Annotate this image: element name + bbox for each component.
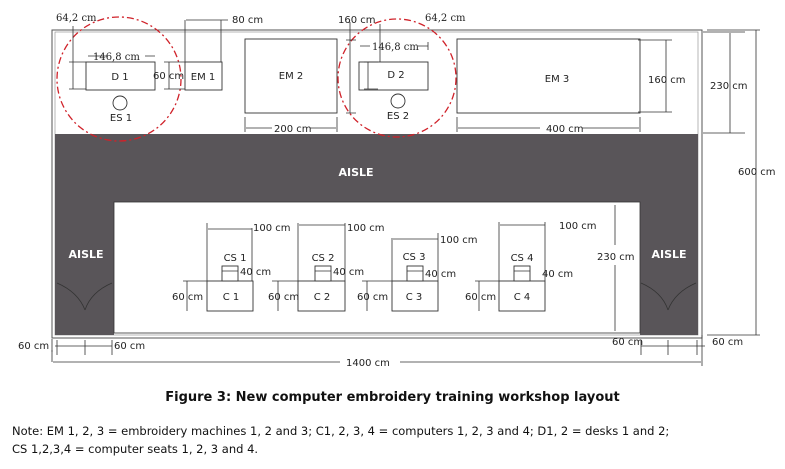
embroidery-machine-2: [244, 38, 338, 114]
door-left-b-dim: 60 cm: [114, 341, 145, 352]
cs2-label: CS 2: [312, 253, 335, 264]
c4-depth-dim: 60 cm: [465, 292, 496, 303]
computer-4: [498, 280, 546, 312]
embroidery-seat-2: [390, 93, 406, 109]
cs1-width-dim: 40 cm: [240, 267, 271, 278]
computer-seat-4: [513, 265, 531, 282]
room-depth-dim: 600 cm: [738, 167, 776, 178]
note-line-2: CS 1,2,3,4 = computer seats 1, 2, 3 and …: [12, 442, 259, 456]
figure-note: Note: EM 1, 2, 3 = embroidery machines 1…: [12, 422, 782, 458]
c1-width-dim: 100 cm: [253, 223, 291, 234]
figure-caption: Figure 3: New computer embroidery traini…: [165, 390, 620, 405]
computer-station-1: C 1 CS 1: [206, 253, 254, 312]
aisle-area: [55, 134, 698, 335]
em2-label: EM 2: [279, 71, 304, 82]
highlight-circle-1: [56, 16, 182, 142]
c4-label: C 4: [514, 292, 531, 303]
desk-2: [358, 61, 429, 91]
right-door: [640, 282, 697, 311]
workshop-floor-plan: AISLE AISLE AISLE D 1 EM 1 EM 2 D 2 EM 3…: [18, 13, 776, 369]
desk-2-label: D 2: [387, 70, 404, 81]
computer-station-4: C 4 CS 4: [498, 253, 546, 312]
cs3-label: CS 3: [403, 252, 426, 263]
c1-label: C 1: [223, 292, 240, 303]
cs4-width-dim: 40 cm: [542, 269, 573, 280]
c3-label: C 3: [406, 292, 423, 303]
embroidery-seat-1: [112, 95, 128, 111]
computer-station-3: C 3 CS 3: [391, 252, 439, 312]
c3-depth-dim: 60 cm: [357, 292, 388, 303]
em3-label: EM 3: [545, 74, 570, 85]
embroidery-machine-1: [184, 61, 223, 91]
es1-label: ES 1: [110, 113, 132, 124]
c2-depth-dim: 60 cm: [268, 292, 299, 303]
cs2-width-dim: 40 cm: [333, 267, 364, 278]
em1-width-dim: 80 cm: [232, 15, 263, 26]
c4-width-dim: 100 cm: [559, 221, 597, 232]
computer-seat-2: [314, 265, 332, 282]
door-right-a-dim: 60 cm: [612, 337, 643, 348]
computer-area: [113, 201, 641, 334]
embroidery-machine-3: [456, 38, 641, 114]
left-door: [56, 282, 113, 311]
c2-label: C 2: [314, 292, 331, 303]
note-line-1: Note: EM 1, 2, 3 = embroidery machines 1…: [12, 424, 670, 438]
aisle-label-left: AISLE: [68, 248, 103, 261]
computer-seat-3: [406, 265, 424, 282]
em2-depth-dim: 160 cm: [338, 15, 376, 26]
computer-station-2: C 2 CS 2: [297, 253, 346, 312]
desk-depth-dim: 60 cm: [153, 71, 184, 82]
aisle-label-center: AISLE: [338, 166, 373, 179]
c2-width-dim: 100 cm: [347, 223, 385, 234]
desk-1: [85, 61, 156, 91]
room-width-dim: 1400 cm: [346, 358, 390, 369]
em3-width-dim: 400 cm: [546, 124, 584, 135]
em3-depth-dim: 160 cm: [648, 75, 686, 86]
computer-seat-1: [221, 265, 239, 282]
cs4-label: CS 4: [511, 253, 534, 264]
c3-width-dim: 100 cm: [440, 235, 478, 246]
computer-2: [297, 280, 346, 312]
door-left-a-dim: 60 cm: [18, 341, 49, 352]
em2-width-dim: 200 cm: [274, 124, 312, 135]
d2-offset-dim: 64,2 cm: [425, 13, 466, 24]
d2-width-dim: 146,8 cm: [372, 42, 419, 53]
door-right-b-dim: 60 cm: [712, 337, 743, 348]
cs3-width-dim: 40 cm: [425, 269, 456, 280]
highlight-circle-2: [337, 18, 457, 138]
cs1-label: CS 1: [224, 253, 247, 264]
em1-label: EM 1: [191, 72, 216, 83]
es2-label: ES 2: [387, 111, 409, 122]
top-zone-dim: 230 cm: [710, 81, 748, 92]
desk-1-label: D 1: [111, 72, 128, 83]
computer-3: [391, 280, 439, 312]
d1-offset-dim: 64,2 cm: [56, 13, 97, 24]
d1-width-dim: 146,8 cm: [93, 52, 140, 63]
c1-depth-dim: 60 cm: [172, 292, 203, 303]
aisle-label-right: AISLE: [651, 248, 686, 261]
bottom-zone-dim: 230 cm: [597, 252, 635, 263]
